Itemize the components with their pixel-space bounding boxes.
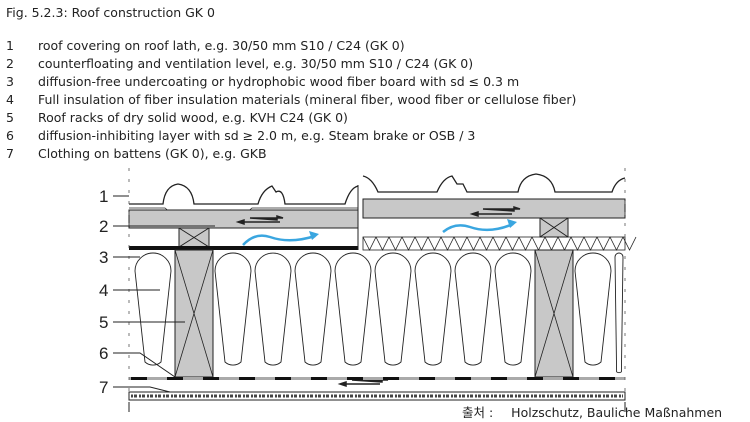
legend-text: roof covering on roof lath, e.g. 30/50 m… — [38, 38, 405, 53]
roof-covering-left — [129, 183, 359, 215]
cladding-board — [128, 391, 626, 401]
batten-left — [178, 227, 210, 248]
batten-mark — [275, 377, 291, 380]
source-text: Holzschutz, Bauliche Maßnahmen — [511, 405, 723, 420]
batten-mark — [203, 377, 219, 380]
insulation-loop — [454, 252, 492, 366]
legend-text: diffusion-free undercoating or hydrophob… — [38, 74, 520, 89]
batten-right — [539, 217, 569, 238]
legend-number: 3 — [6, 74, 14, 89]
airflow-arrow-icon — [242, 222, 514, 246]
counter-batten-board-left — [128, 209, 359, 229]
legend-item: 2 counterfloating and ventilation level, … — [6, 55, 576, 73]
insulation-loop — [494, 252, 532, 366]
diagram-label-7: 7 — [99, 378, 108, 397]
insulation-loop — [214, 252, 252, 366]
legend-text: Clothing on battens (GK 0), e.g. GKB — [38, 146, 267, 161]
batten-mark — [239, 377, 255, 380]
leader-line — [113, 352, 176, 378]
insulation-loop — [374, 252, 412, 366]
legend-text: diffusion-inhibiting layer with sd ≥ 2.0… — [38, 128, 476, 143]
legend-number: 5 — [6, 110, 14, 125]
vapour-layer — [129, 377, 625, 380]
fiberboard-pattern — [362, 236, 637, 251]
legend-number: 2 — [6, 56, 14, 71]
batten-mark — [527, 377, 543, 380]
batten-mark — [311, 377, 327, 380]
diagram-label-1: 1 — [99, 187, 108, 206]
rafter-right — [534, 249, 574, 378]
diagram-label-6: 6 — [99, 344, 108, 363]
batten-mark — [491, 377, 507, 380]
legend-item: 4 Full insulation of fiber insulation mat… — [6, 91, 576, 109]
diagram-label-4: 4 — [99, 281, 108, 300]
roof-covering-right — [362, 173, 626, 193]
batten-mark — [167, 377, 183, 380]
legend-list: 1 roof covering on roof lath, e.g. 30/50 … — [6, 37, 576, 163]
batten-mark — [419, 377, 435, 380]
diagram-label-5: 5 — [99, 313, 108, 332]
offset-arrows — [235, 205, 521, 388]
insulation-loop — [334, 252, 372, 366]
insulation-loop — [294, 252, 332, 366]
insulation-loop — [614, 252, 624, 374]
rafter-left — [174, 249, 214, 378]
batten-mark — [599, 377, 615, 380]
diagram-label-2: 2 — [99, 217, 108, 236]
batten-mark — [455, 377, 471, 380]
leader-line — [113, 386, 171, 393]
batten-mark — [563, 377, 579, 380]
batten-mark — [131, 377, 147, 380]
insulation-loop — [414, 252, 452, 366]
legend-number: 1 — [6, 38, 14, 53]
legend-item: 7 Clothing on battens (GK 0), e.g. GKB — [6, 145, 576, 163]
legend-number: 7 — [6, 146, 14, 161]
legend-item: 5 Roof racks of dry solid wood, e.g. KVH … — [6, 109, 576, 127]
insulation-loop — [574, 252, 612, 366]
insulation-layer — [134, 252, 624, 374]
wood-fiber-board — [362, 236, 637, 251]
airflow-arrowheads — [309, 219, 517, 240]
source-credit: 출처 : Holzschutz, Bauliche Maßnahmen — [462, 402, 722, 421]
diagram-label-3: 3 — [99, 248, 108, 267]
vapour-barrier — [129, 377, 625, 380]
figure-caption: Fig. 5.2.3: Roof construction GK 0 — [6, 5, 215, 20]
source-label: 출처 : — [462, 405, 494, 420]
legend-number: 6 — [6, 128, 14, 143]
legend-text: counterfloating and ventilation level, e… — [38, 56, 474, 71]
legend-number: 4 — [6, 92, 14, 107]
legend-text: Roof racks of dry solid wood, e.g. KVH C… — [38, 110, 348, 125]
insulation-loop — [254, 252, 292, 366]
legend-item: 3 diffusion-free undercoating or hydropho… — [6, 73, 576, 91]
batten-mark — [347, 377, 363, 380]
legend-item: 6 diffusion-inhibiting layer with sd ≥ 2.… — [6, 127, 576, 145]
batten-mark — [383, 377, 399, 380]
counter-batten-board-right — [362, 198, 626, 219]
legend-text: Full insulation of fiber insulation mate… — [38, 92, 577, 107]
insulation-loop — [134, 252, 172, 366]
diagram-labels: 1 2 3 4 5 6 7 — [99, 187, 215, 397]
legend-item: 1 roof covering on roof lath, e.g. 30/50 … — [6, 37, 576, 55]
membrane-left — [129, 246, 358, 250]
